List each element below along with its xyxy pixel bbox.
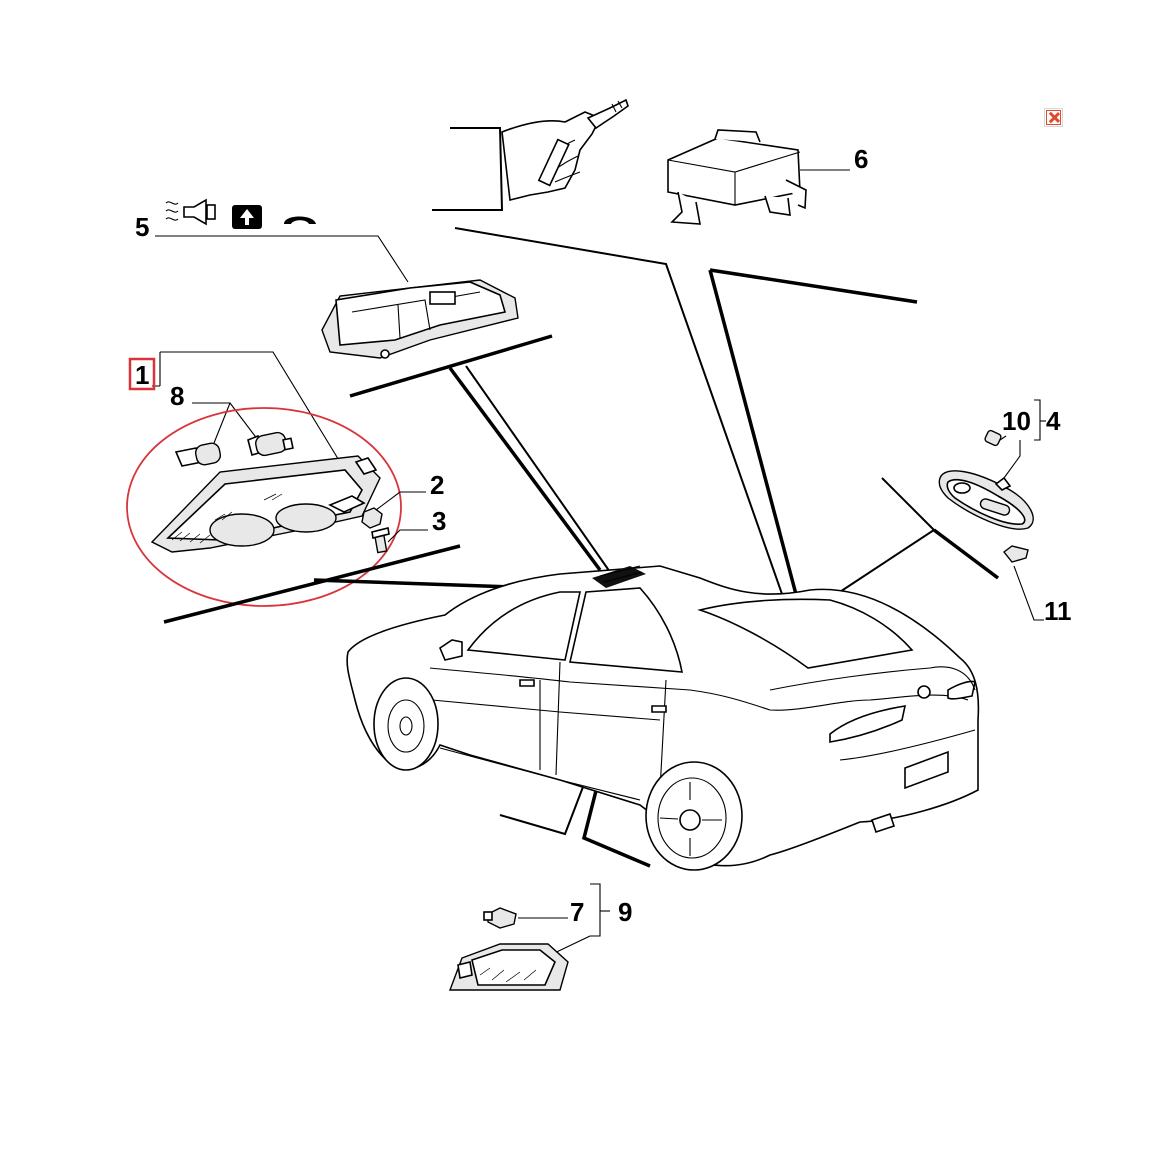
part-3-screw (371, 527, 428, 554)
part-9-bottom-lamp (448, 883, 610, 991)
part-5-switch-panel (155, 235, 519, 359)
sunroof-icon (232, 205, 262, 229)
callout-9: 9 (618, 897, 632, 927)
car-illustration (346, 565, 980, 871)
callout-11: 11 (1044, 596, 1072, 626)
phone-icon (284, 216, 316, 224)
part-2-nut (361, 491, 426, 529)
selected-callout-highlight (128, 357, 156, 391)
close-icon[interactable] (1044, 108, 1063, 127)
part-11-screw (1003, 545, 1044, 621)
callout-5: 5 (135, 212, 149, 242)
callout-3: 3 (432, 506, 446, 536)
callout-2: 2 (430, 470, 444, 500)
horn-icon (165, 198, 216, 226)
part-6-control-module (667, 129, 850, 225)
part-4-rear-lamp (938, 399, 1046, 530)
callout-10: 10 (1002, 406, 1031, 436)
part-8-bulbs (174, 431, 294, 467)
selection-ellipse (126, 407, 402, 607)
callout-7: 7 (570, 897, 584, 927)
callout-1: 1 (135, 360, 149, 390)
callout-6: 6 (854, 144, 868, 174)
callout-4: 4 (1046, 406, 1061, 436)
callout-8: 8 (170, 381, 184, 411)
part-1-courtesy-lamp-group (126, 351, 402, 607)
key-remote-illustration (432, 98, 629, 211)
